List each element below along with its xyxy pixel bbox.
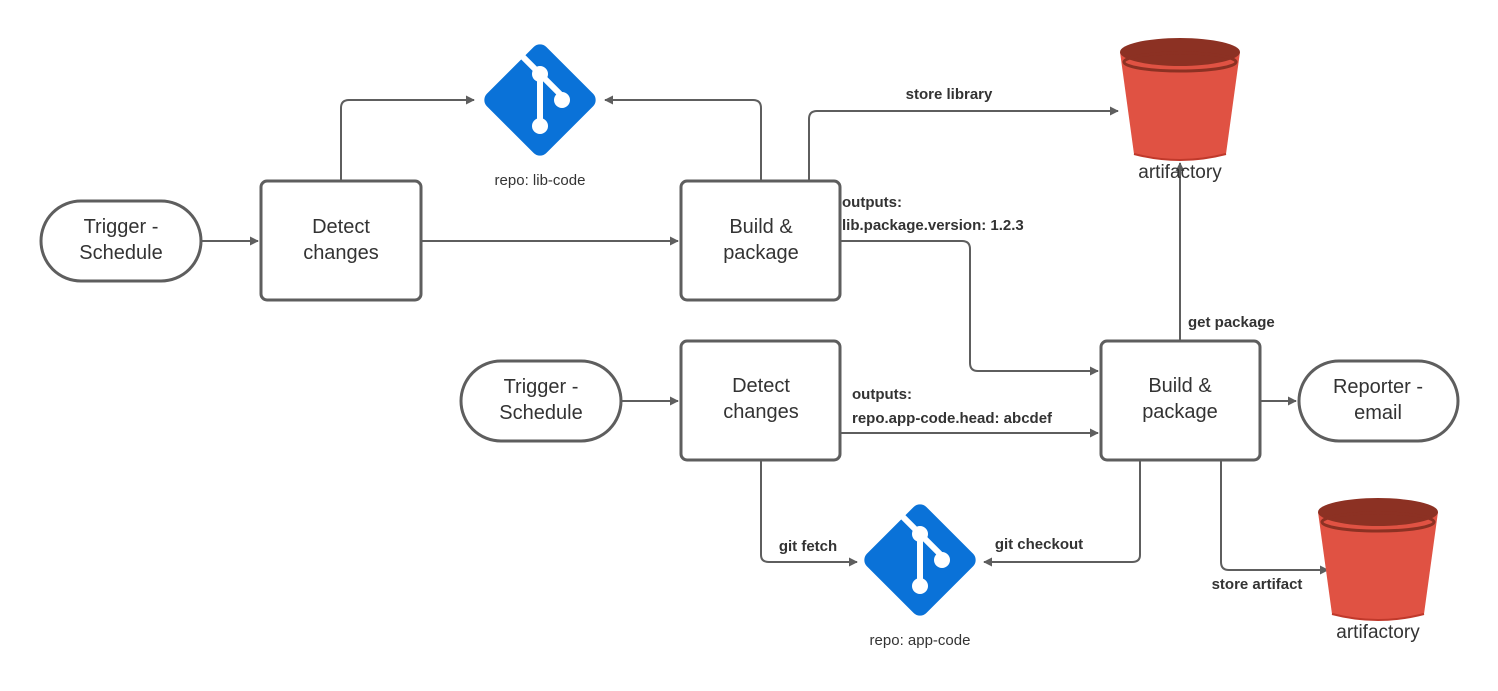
lib-repo-label: repo: lib-code xyxy=(495,172,586,189)
detect-top-line1: Detect xyxy=(312,216,370,238)
edge-build-to-lib-repo xyxy=(604,95,762,180)
build-bottom-line2: package xyxy=(1142,401,1218,423)
label-get-package: get package xyxy=(1188,314,1275,331)
label-store-artifact: store artifact xyxy=(1212,576,1303,593)
lib-repo: repo: lib-code xyxy=(481,41,600,189)
reporter-line2: email xyxy=(1354,402,1402,424)
git-logo-icon xyxy=(861,501,980,620)
build-top-line1: Build & xyxy=(729,216,793,238)
edge-git-checkout xyxy=(983,461,1141,567)
label-git-checkout: git checkout xyxy=(995,536,1083,553)
label-lib-version: lib.package.version: 1.2.3 xyxy=(842,217,1024,234)
detect-bottom-line2: changes xyxy=(723,401,799,423)
trigger-top-line2: Schedule xyxy=(79,242,162,264)
edge-store-artifact xyxy=(1220,461,1329,575)
label-store-library: store library xyxy=(906,86,993,103)
trigger-top-line1: Trigger - xyxy=(84,216,159,238)
edge-labels: store library outputs: lib.package.versi… xyxy=(779,86,1303,593)
node-build-top: Build & package xyxy=(679,179,842,302)
artifactory-top: artifactory xyxy=(1118,36,1242,183)
build-bottom-line1: Build & xyxy=(1148,375,1212,397)
node-reporter: Reporter - email xyxy=(1297,359,1460,443)
app-repo-label: repo: app-code xyxy=(870,632,971,649)
label-git-fetch: git fetch xyxy=(779,538,837,555)
artifactory-top-label: artifactory xyxy=(1138,162,1222,183)
detect-bottom-line1: Detect xyxy=(732,375,790,397)
edge-store-library xyxy=(808,106,1119,180)
label-outputs-lib: outputs: xyxy=(842,194,902,211)
node-detect-bottom: Detect changes xyxy=(679,339,842,462)
trigger-bottom-line2: Schedule xyxy=(499,402,582,424)
edge-lib-version-output xyxy=(840,240,1099,376)
node-trigger-top: Trigger - Schedule xyxy=(39,199,203,283)
app-repo: repo: app-code xyxy=(861,501,980,649)
detect-top-line2: changes xyxy=(303,242,379,264)
edge-detect-to-lib-repo xyxy=(340,95,475,180)
artifactory-bottom-label: artifactory xyxy=(1336,622,1420,643)
label-app-head: repo.app-code.head: abcdef xyxy=(852,410,1053,427)
edge-git-fetch xyxy=(760,461,858,567)
node-build-bottom: Build & package xyxy=(1099,339,1262,462)
trigger-bottom-line1: Trigger - xyxy=(504,376,579,398)
artifactory-bottom: artifactory xyxy=(1316,496,1440,643)
node-trigger-bottom: Trigger - Schedule xyxy=(459,359,623,443)
label-outputs-app: outputs: xyxy=(852,386,912,403)
s3-bucket-icon xyxy=(1316,496,1440,622)
build-top-line2: package xyxy=(723,242,799,264)
node-detect-top: Detect changes xyxy=(259,179,423,302)
s3-bucket-icon xyxy=(1118,36,1242,162)
git-logo-icon xyxy=(481,41,600,160)
reporter-line1: Reporter - xyxy=(1333,376,1423,398)
edges xyxy=(201,95,1329,575)
